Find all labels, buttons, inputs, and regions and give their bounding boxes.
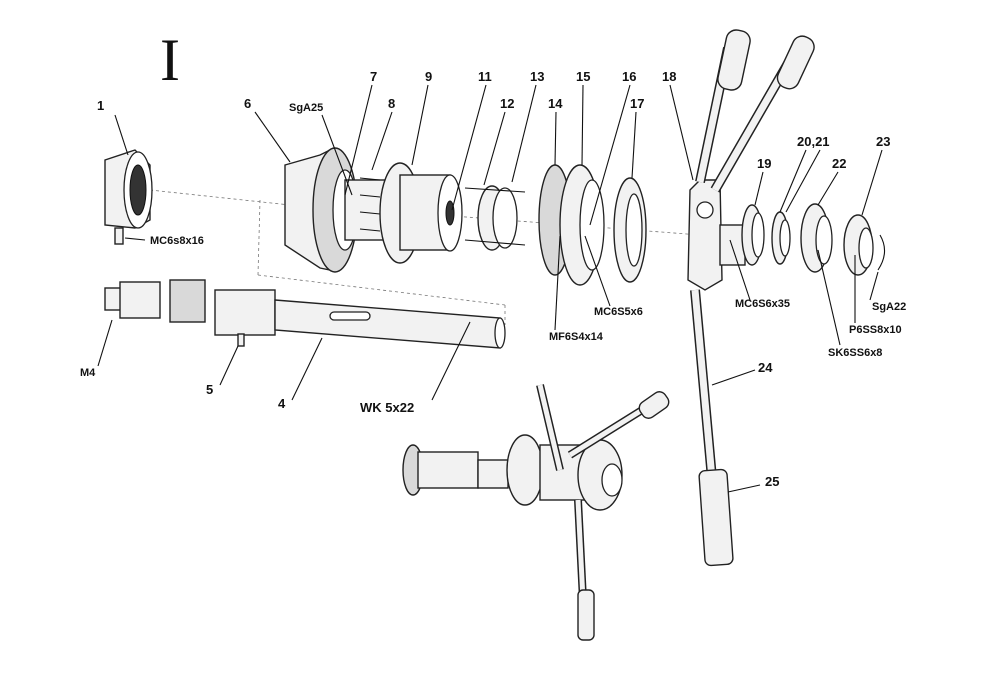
label-m4: M4: [80, 367, 96, 379]
label-23: 23: [876, 134, 890, 149]
label-22: 22: [832, 156, 846, 171]
label-1: 1: [97, 98, 104, 113]
label-17: 17: [630, 96, 644, 111]
label-mf6s4x14: MF6S4x14: [549, 331, 604, 343]
part-14-15-16-discs: [538, 164, 605, 286]
label-11: 11: [478, 69, 492, 84]
label-13: 13: [530, 69, 544, 84]
part-20-21-washers: [771, 211, 791, 265]
label-mc6s8x16: MC6s8x16: [150, 235, 204, 247]
label-wk5x22: WK 5x22: [360, 400, 414, 415]
label-mc6s5x6: MC6S5x6: [594, 306, 643, 318]
part-24-25-handle: [690, 289, 734, 567]
label-sk6ss6x8: SK6SS6x8: [828, 347, 882, 359]
label-5: 5: [206, 382, 213, 397]
label-sga25: SgA25: [289, 102, 323, 114]
label-18: 18: [662, 69, 676, 84]
part-6-flange: [284, 147, 386, 273]
part-22-collar: [800, 203, 833, 273]
label-19: 19: [757, 156, 771, 171]
diagram-title: I: [160, 27, 180, 93]
part-labels: 1 6 SgA25 7 8 9 11 12 13 14 15 16 17 18 …: [80, 69, 906, 489]
part-8-pins: [359, 177, 381, 232]
assembled-view: [402, 384, 670, 641]
label-8: 8: [388, 96, 395, 111]
part-1-collar: [104, 149, 153, 245]
label-mc6s6x35: MC6S6x35: [735, 298, 790, 310]
label-24: 24: [758, 360, 773, 375]
label-p6ss8x10: P6SS8x10: [849, 324, 902, 336]
part-18-lever-assembly: [687, 29, 815, 291]
label-7: 7: [370, 69, 377, 84]
label-16: 16: [622, 69, 636, 84]
label-6: 6: [244, 96, 251, 111]
label-25: 25: [765, 474, 779, 489]
label-4: 4: [278, 396, 286, 411]
label-12: 12: [500, 96, 514, 111]
part-17-ring: [613, 177, 647, 283]
label-sga22: SgA22: [872, 301, 906, 313]
label-14: 14: [548, 96, 563, 111]
part-12-13-pin-disk: [464, 185, 526, 251]
leader-lines: [97, 84, 883, 493]
part-23-cap: [843, 214, 886, 276]
label-20-21: 20,21: [797, 134, 830, 149]
part-19-nut: [741, 204, 765, 266]
part-4-main-shaft: [104, 279, 506, 349]
label-15: 15: [576, 69, 590, 84]
label-9: 9: [425, 69, 432, 84]
part-9-hub: [379, 162, 463, 264]
